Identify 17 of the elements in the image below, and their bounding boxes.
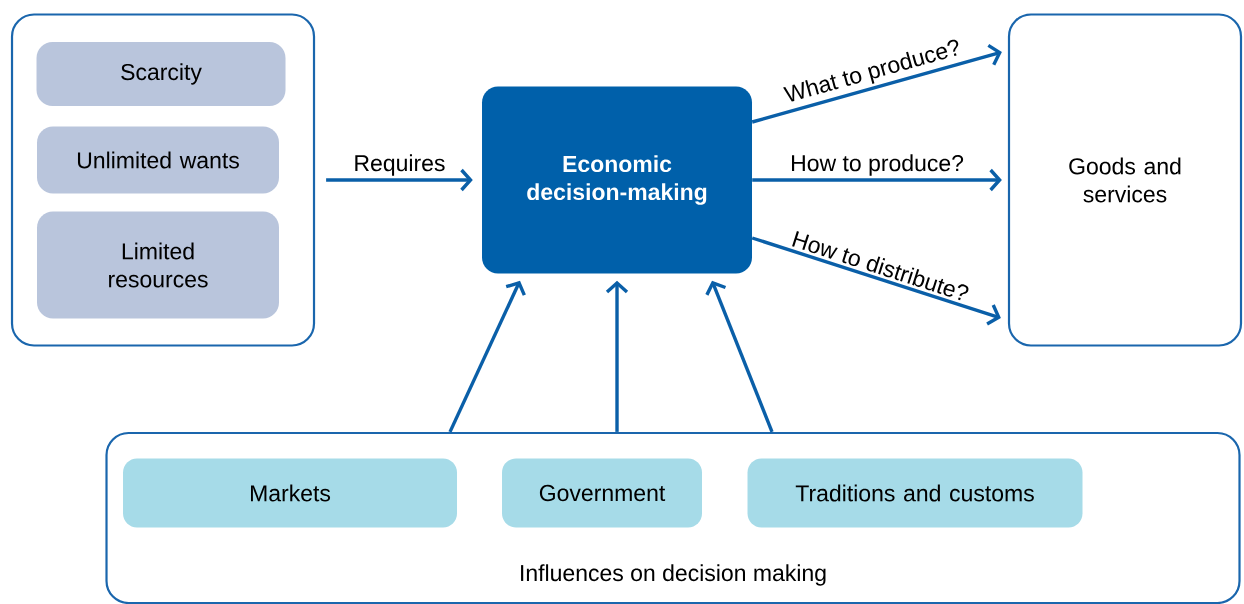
- edge-label: How to produce?: [789, 153, 965, 177]
- arrow: [326, 168, 473, 192]
- influence-box: Traditions and customs: [747, 458, 1083, 528]
- arrow: [751, 236, 1001, 326]
- group-box: Goods and services: [1007, 13, 1243, 347]
- arrow: [448, 280, 526, 433]
- influence-box: Government: [502, 458, 702, 528]
- arrow: [705, 280, 774, 433]
- arrow: [751, 43, 1002, 124]
- arrow: [752, 168, 1002, 192]
- edge-label: Requires: [352, 153, 447, 177]
- arrow: [605, 280, 629, 432]
- concept-box: Unlimited wants: [37, 126, 279, 194]
- concept-box: Scarcity: [36, 42, 286, 106]
- process-box: Economic decision-making: [482, 86, 752, 274]
- influence-box: Markets: [123, 458, 457, 528]
- concept-box: Limited resources: [37, 211, 279, 319]
